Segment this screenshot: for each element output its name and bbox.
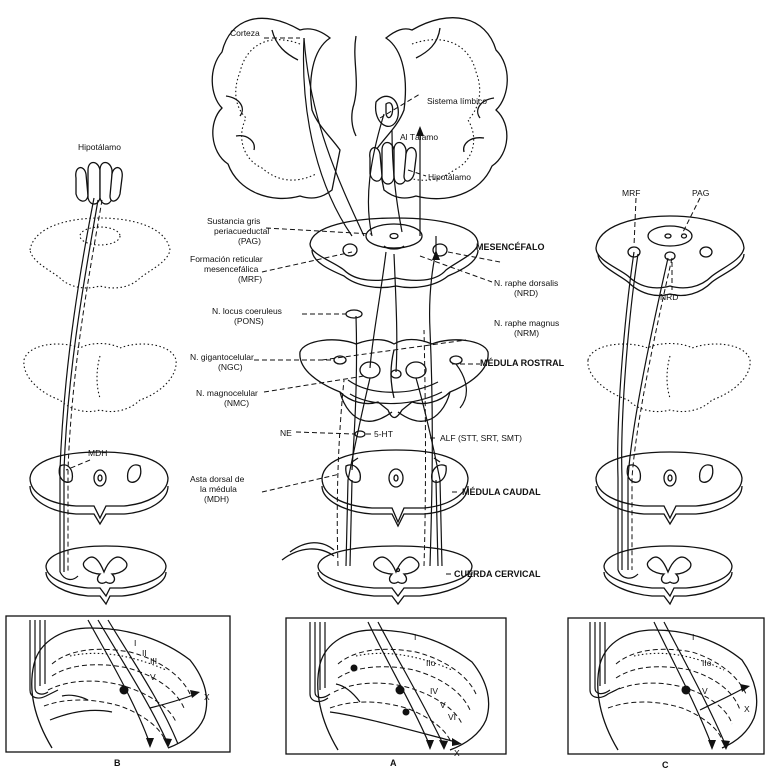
panel-c-caption: C <box>662 760 669 769</box>
panel-b-lamina-2: II <box>142 648 147 658</box>
label-corteza: Corteza <box>230 28 260 38</box>
label-medula-caudal: MÉDULA CAUDAL <box>462 487 541 497</box>
label-nrm-line1: N. raphe magnus <box>494 318 559 328</box>
label-5ht: 5-HT <box>374 429 393 439</box>
panel-a-lamina-6: VI <box>448 712 456 722</box>
right-column-c <box>588 216 750 604</box>
panel-a-lamina-4: IV <box>430 686 438 696</box>
label-alf: ALF (STT, SRT, SMT) <box>440 433 522 443</box>
caudal-medulla-slice <box>322 450 468 526</box>
label-hipotalamo-left: Hipotálamo <box>78 142 121 152</box>
label-hipotalamo-center: Hipotálamo <box>428 172 471 182</box>
panel-b-lamina-1: I <box>134 638 136 648</box>
label-pons-line2: (PONS) <box>234 316 264 326</box>
label-nmc-line1: N. magnocelular <box>196 388 258 398</box>
label-nrd-line2: (NRD) <box>514 288 538 298</box>
label-pag-line1: Sustancia gris <box>207 216 260 226</box>
hypothalamus-left <box>76 163 123 205</box>
label-nrd-right: NRD <box>660 292 678 302</box>
label-mrf-right: MRF <box>622 188 640 198</box>
panel-c-lamina-1: I <box>692 632 694 642</box>
label-ngc-line2: (NGC) <box>218 362 243 372</box>
label-mrf-line1: Formación reticular <box>190 254 263 264</box>
label-mdh-line1: Asta dorsal de <box>190 474 245 484</box>
panel-c <box>568 618 764 754</box>
left-column-b <box>24 163 176 605</box>
label-mdh-left: MDH <box>88 448 107 458</box>
label-mrf-line3: (MRF) <box>238 274 262 284</box>
panel-a-x: X <box>454 748 460 758</box>
label-pons-line1: N. locus coeruleus <box>212 306 282 316</box>
panel-b-lamina-3: III <box>150 656 157 666</box>
label-ngc-line1: N. gigantocelular <box>190 352 254 362</box>
panel-a-caption: A <box>390 758 397 768</box>
label-medula-rostral: MÉDULA ROSTRAL <box>480 358 565 368</box>
panel-a-lamina-1: I <box>414 632 416 642</box>
panel-a-lamina-2o: IIo <box>426 658 436 668</box>
cervical-cord-slice <box>318 546 472 604</box>
label-mesencefalo: MESENCÉFALO <box>476 242 545 252</box>
rostral-medulla-slice <box>300 340 488 422</box>
label-nrd-line1: N. raphe dorsalis <box>494 278 558 288</box>
label-mdh-line3: (MDH) <box>204 494 229 504</box>
label-nmc-line2: (NMC) <box>224 398 249 408</box>
label-mrf-line2: mesencefálica <box>204 264 259 274</box>
label-cuerda-cervical: CUERDA CERVICAL <box>454 569 541 579</box>
label-al-talamo: Al Tálamo <box>400 132 438 142</box>
label-nrm-line2: (NRM) <box>514 328 539 338</box>
panel-a-lamina-5: V <box>440 700 446 710</box>
label-pag-line3: (PAG) <box>238 236 261 246</box>
panel-a <box>286 618 506 754</box>
panel-c-lamina-5: V <box>702 686 708 696</box>
label-pag-line2: periacueductal <box>214 226 269 236</box>
label-pag-right: PAG <box>692 188 709 198</box>
panel-b-x: X <box>204 692 210 702</box>
label-sistema-limbico: Sistema límbico <box>427 96 487 106</box>
panel-c-lamina-2o: IIo <box>702 658 712 668</box>
panel-c-x: X <box>744 704 750 714</box>
label-ne: NE <box>280 428 292 438</box>
panel-b <box>6 616 230 752</box>
locus-coeruleus-nucleus <box>346 310 362 318</box>
panel-b-caption: B <box>114 758 121 768</box>
label-mdh-line2: la médula <box>200 484 237 494</box>
panel-b-lamina-5: V <box>150 672 156 682</box>
